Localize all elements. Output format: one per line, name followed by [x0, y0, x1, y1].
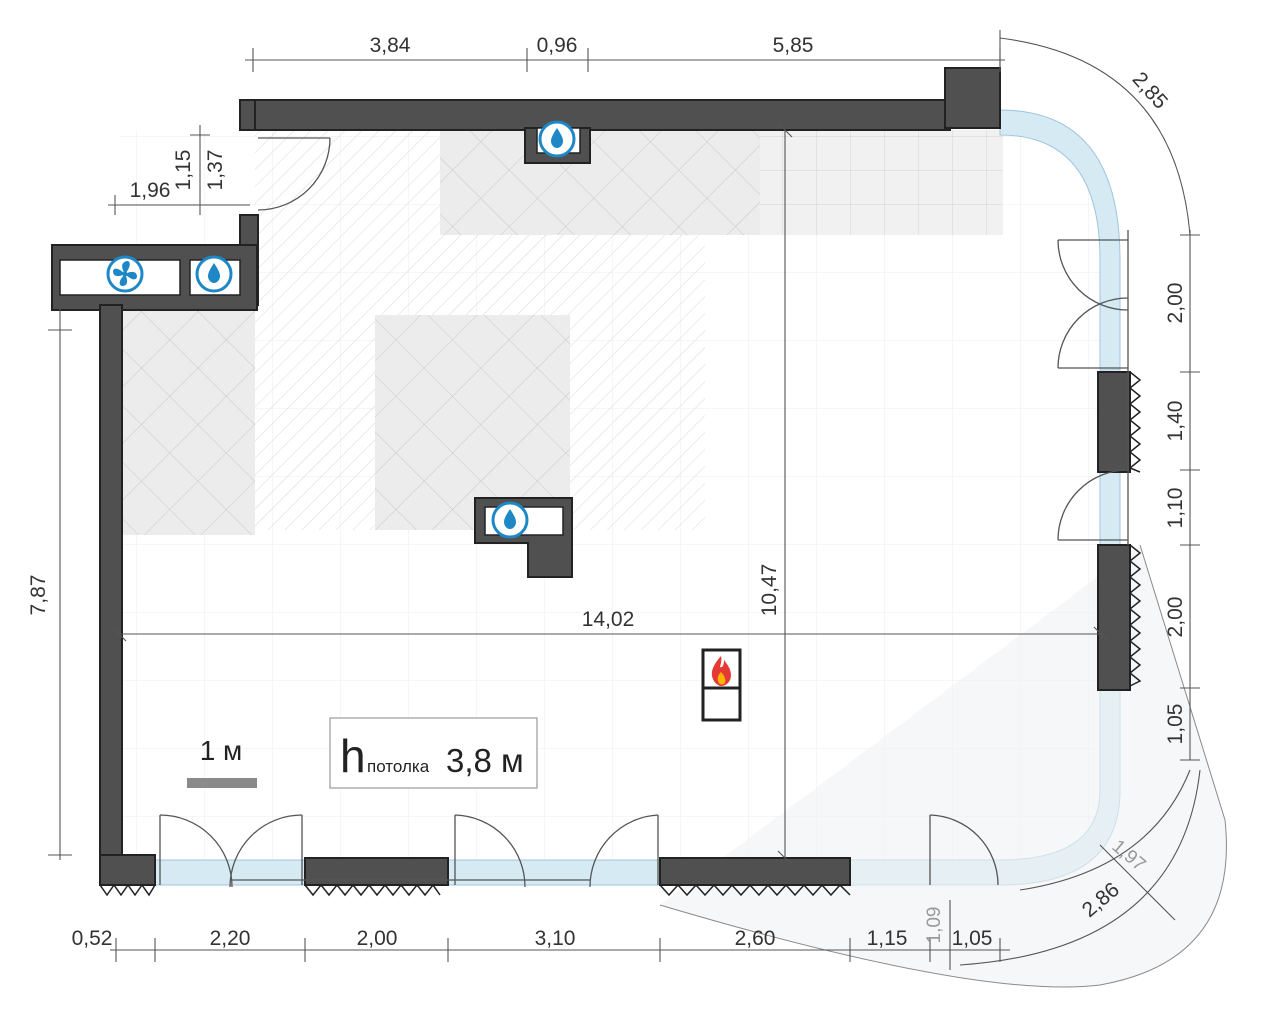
dim-bottom-5: 2,60: [735, 927, 776, 950]
dim-upper-left-width: 1,96: [130, 179, 171, 202]
dim-right-1: 2,00: [1164, 283, 1187, 324]
scale-bar: 1 м: [187, 735, 257, 788]
fan-icon: [106, 255, 144, 293]
scale-bar-line: [187, 778, 257, 788]
fire-icon: [711, 656, 731, 686]
dim-top-2: 0,96: [537, 34, 578, 57]
dim-right-3: 1,10: [1164, 488, 1187, 529]
dim-right-4: 2,00: [1164, 597, 1187, 638]
dim-left-height: 7,87: [27, 575, 50, 616]
dim-bottom-4: 3,10: [535, 927, 576, 950]
dim-right-5: 1,05: [1164, 704, 1187, 745]
dim-inner-width: 14,02: [582, 608, 635, 631]
scale-bar-label: 1 м: [200, 735, 243, 766]
dim-top-right-arc: 2,85: [1128, 68, 1172, 114]
dim-right-2: 1,40: [1164, 401, 1187, 442]
water-drop-icon: [195, 255, 233, 293]
dim-upper-left-1: 1,15: [172, 150, 195, 191]
ceiling-height-box: h потолка 3,8 м: [329, 717, 538, 789]
dim-upper-left-2: 1,37: [204, 150, 227, 191]
dimension-lines: [48, 30, 1201, 970]
dim-bottom-2: 2,20: [210, 927, 251, 950]
dim-top-1: 3,84: [370, 34, 411, 57]
ceiling-value: 3,8 м: [446, 742, 524, 779]
dim-bottom-3: 2,00: [357, 927, 398, 950]
dimension-labels: 3,84 0,96 5,85 2,85 1,96 1,15 1,37 7,87 …: [27, 34, 1187, 950]
ceiling-h: h: [340, 730, 366, 782]
dim-bottom-6: 1,15: [867, 927, 908, 950]
water-drop-icon: [538, 120, 576, 158]
ceiling-word: потолка: [367, 757, 430, 776]
dim-bottom-7: 1,05: [952, 927, 993, 950]
water-drop-icon: [491, 501, 529, 539]
dim-top-3: 5,85: [773, 34, 814, 57]
doors: [159, 137, 1129, 888]
floor-area: [120, 130, 1120, 880]
dim-bottom-extra-1: 1,09: [924, 907, 945, 944]
dim-bottom-1: 0,52: [72, 927, 113, 950]
dim-inner-height: 10,47: [758, 564, 781, 617]
hatching: [99, 371, 1142, 897]
